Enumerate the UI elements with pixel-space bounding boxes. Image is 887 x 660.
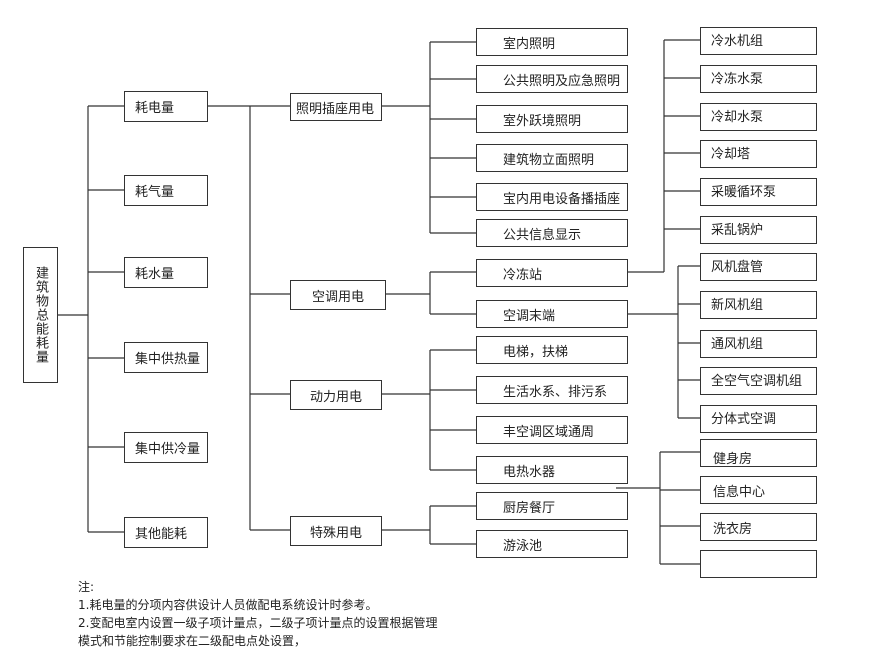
cold-station-item: 冷冻水泵 — [700, 65, 817, 93]
lighting-item: 公共照明及应急照明 — [476, 65, 628, 93]
lighting-item: 公共信息显示 — [476, 219, 628, 247]
cold-station-item: 采暖循环泵 — [700, 178, 817, 206]
ac-item: 冷冻站 — [476, 259, 628, 287]
node-power: 动力用电 — [290, 380, 382, 410]
root-label: 建筑物总能耗量 — [33, 266, 48, 364]
power-item: 丰空调区域通周 — [476, 416, 628, 444]
cold-station-item: 冷水机组 — [700, 27, 817, 55]
power-item: 生活水系、排污系 — [476, 376, 628, 404]
cold-station-item: 冷却水泵 — [700, 103, 817, 131]
ac-terminal-item: 全空气空调机组 — [700, 367, 817, 395]
cold-station-item: 冷却塔 — [700, 140, 817, 168]
special-item: 游泳池 — [476, 530, 628, 558]
special-item: 厨房餐厅 — [476, 492, 628, 520]
note-title: 注: — [78, 580, 95, 594]
note-line-3: 模式和节能控制要求在二级配电点处设置， — [78, 634, 307, 648]
node-ac: 空调用电 — [290, 280, 386, 310]
node-special: 特殊用电 — [290, 516, 382, 546]
lighting-item: 室内照明 — [476, 28, 628, 56]
power-item: 电梯，扶梯 — [476, 336, 628, 364]
root-node: 建筑物总能耗量 — [23, 247, 58, 383]
special-sub-item: 洗衣房 — [700, 513, 817, 541]
lighting-item: 建筑物立面照明 — [476, 144, 628, 172]
node-lighting: 照明插座用电 — [290, 93, 382, 121]
node-central-cool: 集中供冷量 — [124, 432, 208, 463]
ac-terminal-item: 分体式空调 — [700, 405, 817, 433]
special-sub-item: 信息中心 — [700, 476, 817, 504]
node-water: 耗水量 — [124, 257, 208, 288]
lighting-item: 宝内用电设备播插座 — [476, 183, 628, 211]
special-sub-item-empty — [700, 550, 817, 578]
node-other: 其他能耗 — [124, 517, 208, 548]
ac-terminal-item: 风机盘管 — [700, 253, 817, 281]
node-electric: 耗电量 — [124, 91, 208, 122]
node-central-heat: 集中供热量 — [124, 342, 208, 373]
lighting-item: 室外跃境照明 — [476, 105, 628, 133]
power-item: 电热水器 — [476, 456, 628, 484]
ac-terminal-item: 通风机组 — [700, 330, 817, 358]
cold-station-item: 采乱锅炉 — [700, 216, 817, 244]
note-line-1: 1.耗电量的分项内容供设计人员做配电系统设计时参考。 — [78, 598, 378, 612]
ac-terminal-item: 新风机组 — [700, 291, 817, 319]
note-line-2: 2.变配电室内设置一级子项计量点，二级子项计量点的设置根据管理 — [78, 616, 438, 630]
ac-item: 空调末端 — [476, 300, 628, 328]
node-gas: 耗气量 — [124, 175, 208, 206]
special-sub-item: 健身房 — [700, 439, 817, 467]
